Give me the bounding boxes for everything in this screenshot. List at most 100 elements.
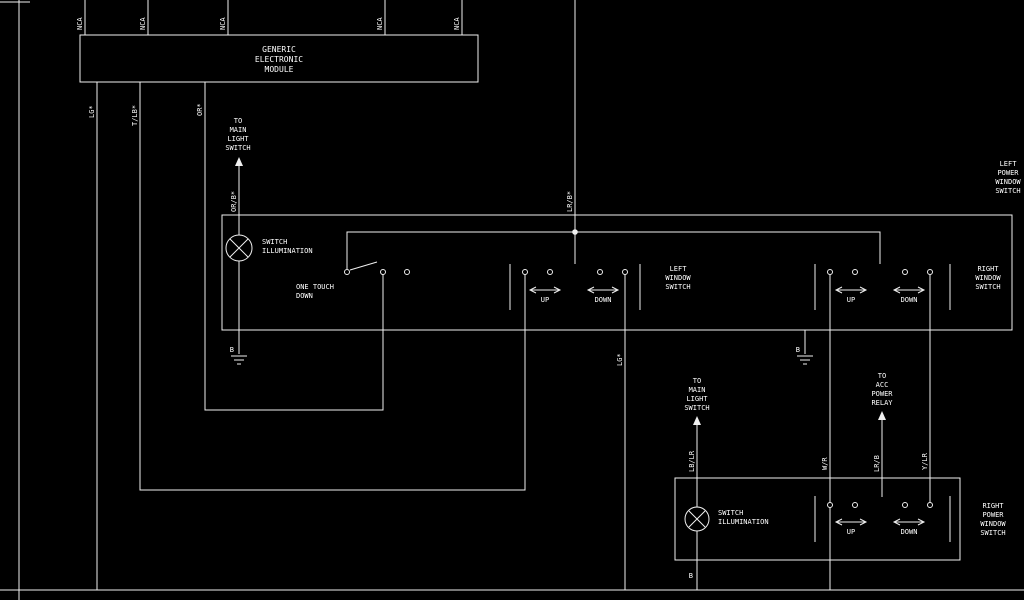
internal-bus-wire [346, 231, 881, 269]
dest-main-light-switch-top: TO MAIN LIGHT SWITCH OR/B* [225, 117, 251, 235]
down-label: DOWN [595, 296, 612, 304]
down-double-arrow-icon [892, 286, 926, 294]
up-arrow-icon [235, 157, 243, 166]
dest-text-line: SWITCH [225, 144, 250, 152]
contact [344, 269, 350, 275]
dest-text-line: RELAY [871, 399, 893, 407]
dest-text-line: TO [693, 377, 701, 385]
contact [902, 269, 908, 275]
up-double-arrow-icon [528, 286, 562, 294]
switch-illumination-label: SWITCH [262, 238, 287, 246]
switch-illumination-label: ILLUMINATION [718, 518, 769, 526]
ground-wire-label: B [796, 346, 800, 354]
contact [622, 269, 628, 275]
switch-brackets [814, 496, 951, 542]
left-window-switch: UP DOWN LEFT WINDOW SWITCH [509, 264, 691, 310]
lamp-filament-icon [688, 510, 706, 528]
contact [827, 502, 833, 508]
master-output-wires: LG* W/R Y/LR [616, 274, 931, 590]
wire-label-lrb-acc: LR/B [873, 455, 881, 472]
dest-text-line: LIGHT [227, 135, 249, 143]
module-output-wires: LG* T/LB* OR* [88, 82, 526, 590]
left-power-window-switch: LEFT POWER WINDOW SWITCH SWITCH ILLUMINA… [221, 160, 1021, 331]
up-label: UP [847, 296, 855, 304]
wire-label-or: OR* [196, 103, 204, 116]
component-name-line: SWITCH [980, 529, 1005, 537]
connector-label: NCA [219, 17, 227, 30]
ground-wire-label: B [689, 572, 693, 580]
up-label: UP [847, 528, 855, 536]
ground-symbol-icon [797, 355, 813, 365]
up-double-arrow-icon [834, 286, 868, 294]
generic-electronic-module: NCA NCA NCA NCA NCA GENERIC ELECTRONIC M… [76, 0, 479, 83]
switch-illumination-label: SWITCH [718, 509, 743, 517]
component-name-line: POWER [982, 511, 1004, 519]
dest-text-line: POWER [871, 390, 893, 398]
component-name-line: WINDOW [975, 274, 1001, 282]
wire-label-tlb: T/LB* [131, 105, 139, 126]
right-power-window-switch-box [674, 477, 961, 561]
switch-brackets [814, 264, 951, 310]
dest-acc-power-relay: TO ACC POWER RELAY LR/B [871, 372, 893, 497]
switch-illumination-label: ILLUMINATION [262, 247, 313, 255]
wire-label-wr: W/R [821, 457, 829, 470]
down-label: DOWN [901, 296, 918, 304]
contact [547, 269, 553, 275]
left-power-window-switch-box [221, 214, 1013, 331]
connector-label: NCA [139, 17, 147, 30]
right-power-window-switch: RIGHT POWER WINDOW SWITCH SWITCH ILLUMIN… [674, 477, 1006, 561]
up-arrow-icon [878, 411, 886, 420]
contact [597, 269, 603, 275]
contact [404, 269, 410, 275]
right-switch-grounds: B [689, 507, 831, 590]
right-window-switch: UP DOWN RIGHT WINDOW SWITCH [814, 264, 1001, 310]
gem-title-line: ELECTRONIC [255, 55, 303, 64]
up-label: UP [541, 296, 549, 304]
component-name-line: LEFT [670, 265, 688, 273]
dest-text-line: SWITCH [684, 404, 709, 412]
switch-brackets [509, 264, 641, 310]
ground-symbol-icon [231, 355, 247, 365]
component-name-line: WINDOW [665, 274, 691, 282]
wire-tlb [139, 82, 526, 491]
dest-text-line: MAIN [689, 386, 706, 394]
switch-arm [349, 261, 378, 271]
lamp-filament-icon [229, 238, 249, 258]
wire-label-orb: OR/B* [230, 191, 238, 212]
component-name-line: WINDOW [980, 520, 1006, 528]
up-double-arrow-icon [834, 518, 868, 526]
up-arrow-icon [693, 416, 701, 425]
gem-connector-wires [84, 0, 463, 35]
component-name-line: RIGHT [982, 502, 1004, 510]
contact [902, 502, 908, 508]
contact [927, 502, 933, 508]
connector-label: NCA [453, 17, 461, 30]
connector-label: NCA [76, 17, 84, 30]
component-name-line: POWER [997, 169, 1019, 177]
one-touch-down-label: ONE TOUCH [296, 283, 334, 291]
wire-label-lrb-feed: LR/B* [566, 191, 574, 212]
contact [380, 269, 386, 275]
dest-text-line: MAIN [230, 126, 247, 134]
dest-text-line: LIGHT [686, 395, 708, 403]
contact [852, 502, 858, 508]
wire-label-ylr: Y/LR [921, 452, 929, 470]
contact [827, 269, 833, 275]
gem-title-line: MODULE [265, 65, 294, 74]
connector-label: NCA [376, 17, 384, 30]
ground-wire-label: B [230, 346, 234, 354]
feed-wire: LR/B* [566, 0, 576, 264]
component-name-line: SWITCH [995, 187, 1020, 195]
wire-label-lblr: LB/LR [688, 450, 696, 472]
down-double-arrow-icon [892, 518, 926, 526]
gem-title-line: GENERIC [262, 45, 296, 54]
dest-text-line: ACC [876, 381, 889, 389]
master-grounds: B B [230, 261, 813, 365]
wire-label-lg-left: LG* [88, 105, 96, 118]
wire-label-lg-out: LG* [616, 353, 624, 366]
contact [522, 269, 528, 275]
down-double-arrow-icon [586, 286, 620, 294]
gem-box [79, 34, 479, 83]
